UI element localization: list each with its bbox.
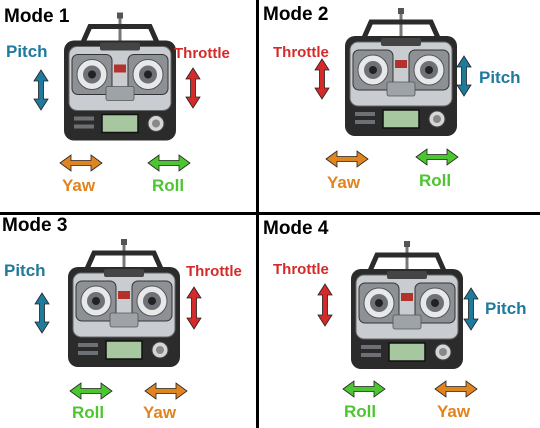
- yaw-label: Yaw: [62, 176, 96, 195]
- roll-label: Roll: [419, 171, 452, 190]
- horizontal-arrow-icon: [147, 154, 191, 172]
- horizontal-arrow-icon: [59, 154, 103, 172]
- throttle-label: Throttle: [174, 45, 230, 62]
- roll-label: Roll: [152, 176, 185, 195]
- mode-title: Mode 1: [4, 6, 70, 27]
- vertical-arrow-icon: [185, 67, 201, 109]
- vertical-arrow-icon: [463, 287, 479, 331]
- vertical-arrow-icon: [456, 55, 472, 97]
- horizontal-arrow-icon: [342, 380, 386, 398]
- mode-title: Mode 4: [263, 218, 329, 239]
- throttle-label: Throttle: [186, 263, 242, 280]
- transmitter-image: [64, 12, 176, 141]
- horizontal-arrow-icon: [434, 380, 478, 398]
- yaw-label: Yaw: [327, 173, 361, 192]
- yaw-label: Yaw: [143, 403, 177, 422]
- transmitter-image: [68, 239, 180, 367]
- horizontal-arrow-icon: [325, 150, 369, 168]
- mode-4-panel: Mode 4 Throttle Pitch Roll Yaw: [259, 215, 527, 427]
- vertical-arrow-icon: [33, 69, 49, 111]
- pitch-label: Pitch: [485, 299, 527, 318]
- pitch-label: Pitch: [4, 261, 46, 280]
- vertical-arrow-icon: [34, 292, 50, 334]
- transmitter-image: [351, 241, 463, 369]
- transmitter-image: [345, 8, 457, 136]
- vertical-arrow-icon: [186, 286, 202, 330]
- throttle-label: Throttle: [273, 261, 329, 278]
- vertical-arrow-icon: [314, 58, 330, 100]
- roll-label: Roll: [344, 402, 377, 421]
- horizontal-divider: [0, 212, 540, 215]
- roll-label: Roll: [72, 403, 105, 422]
- horizontal-arrow-icon: [69, 382, 113, 400]
- horizontal-arrow-icon: [415, 148, 459, 166]
- yaw-label: Yaw: [437, 402, 471, 421]
- mode-title: Mode 2: [263, 4, 329, 25]
- mode-title: Mode 3: [2, 215, 68, 236]
- throttle-label: Throttle: [273, 44, 329, 61]
- pitch-label: Pitch: [6, 42, 48, 61]
- mode-1-panel: Mode 1 Pitch Throttle Yaw Roll: [0, 0, 256, 212]
- pitch-label: Pitch: [479, 68, 521, 87]
- horizontal-arrow-icon: [144, 382, 188, 400]
- mode-3-panel: Mode 3 Pitch Throttle Roll Yaw: [0, 215, 256, 427]
- mode-2-panel: Mode 2 Throttle Pitch Yaw Roll: [259, 0, 521, 212]
- vertical-arrow-icon: [317, 283, 333, 327]
